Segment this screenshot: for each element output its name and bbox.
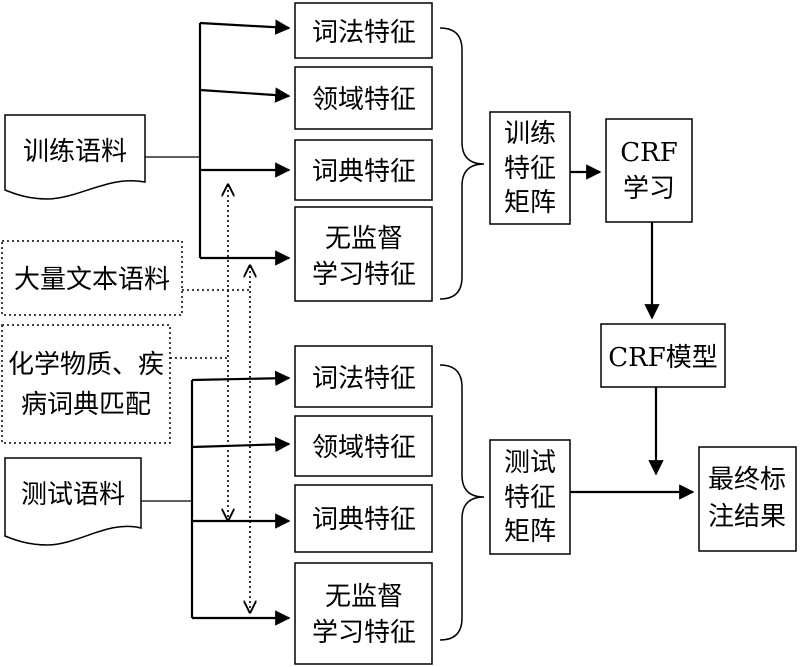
dotted-connectors: [170, 185, 250, 612]
test-corpus-doc: 测试语料: [4, 457, 142, 546]
train-matrix-label-1: 训练: [504, 119, 556, 149]
test-unsupervised-label-2: 学习特征: [312, 618, 416, 648]
train-dictionary-box: 词典特征: [294, 139, 433, 201]
test-domain-box: 领域特征: [294, 415, 433, 477]
test-dictionary-box: 词典特征: [294, 484, 433, 553]
main-flow-arrows: [570, 164, 695, 500]
train-connectors: [145, 19, 291, 266]
test-unsupervised-label-1: 无监督: [325, 582, 403, 612]
train-lexical-box: 词法特征: [294, 2, 433, 59]
train-matrix-label-2: 特征: [504, 154, 556, 184]
final-result-box: 最终标 注结果: [698, 446, 797, 552]
test-matrix-label-1: 测试: [504, 448, 556, 478]
dict-match-box: 化学物质、疾 病词典匹配: [1, 324, 171, 444]
train-unsupervised-box: 无监督 学习特征: [294, 206, 433, 302]
crf-model-box: CRF模型: [600, 323, 726, 388]
crf-learn-box: CRF 学习: [605, 118, 693, 223]
test-corpus-label: 测试语料: [21, 480, 125, 510]
crf-learn-label-1: CRF: [620, 138, 678, 168]
crf-learn-label-2: 学习: [623, 174, 675, 204]
test-connectors: [141, 370, 291, 626]
final-result-label-1: 最终标: [708, 465, 786, 495]
test-brace: [439, 364, 485, 641]
large-corpus-label: 大量文本语料: [14, 265, 170, 295]
train-corpus-label: 训练语料: [23, 137, 127, 167]
test-dictionary-label: 词典特征: [312, 505, 416, 535]
dict-match-label-2: 病词典匹配: [21, 390, 151, 420]
test-matrix-box: 测试 特征 矩阵: [489, 439, 571, 555]
test-matrix-label-3: 矩阵: [504, 517, 556, 547]
train-domain-box: 领域特征: [294, 66, 433, 130]
train-matrix-label-3: 矩阵: [504, 188, 556, 218]
train-unsupervised-label-2: 学习特征: [312, 260, 416, 290]
train-lexical-label: 词法特征: [312, 18, 416, 48]
crf-model-label: CRF模型: [608, 343, 718, 373]
train-matrix-box: 训练 特征 矩阵: [489, 111, 571, 225]
dict-match-label-1: 化学物质、疾: [8, 350, 164, 380]
test-lexical-box: 词法特征: [294, 345, 433, 408]
final-result-label-2: 注结果: [708, 502, 786, 532]
train-dictionary-label: 词典特征: [312, 157, 416, 187]
large-corpus-box: 大量文本语料: [1, 240, 183, 316]
train-domain-label: 领域特征: [312, 85, 416, 115]
train-corpus-doc: 训练语料: [4, 114, 146, 200]
test-unsupervised-box: 无监督 学习特征: [294, 562, 433, 665]
test-matrix-label-2: 特征: [504, 483, 556, 513]
train-unsupervised-label-1: 无监督: [325, 224, 403, 254]
test-lexical-label: 词法特征: [312, 364, 416, 394]
test-domain-label: 领域特征: [312, 433, 416, 463]
train-brace: [439, 27, 485, 300]
